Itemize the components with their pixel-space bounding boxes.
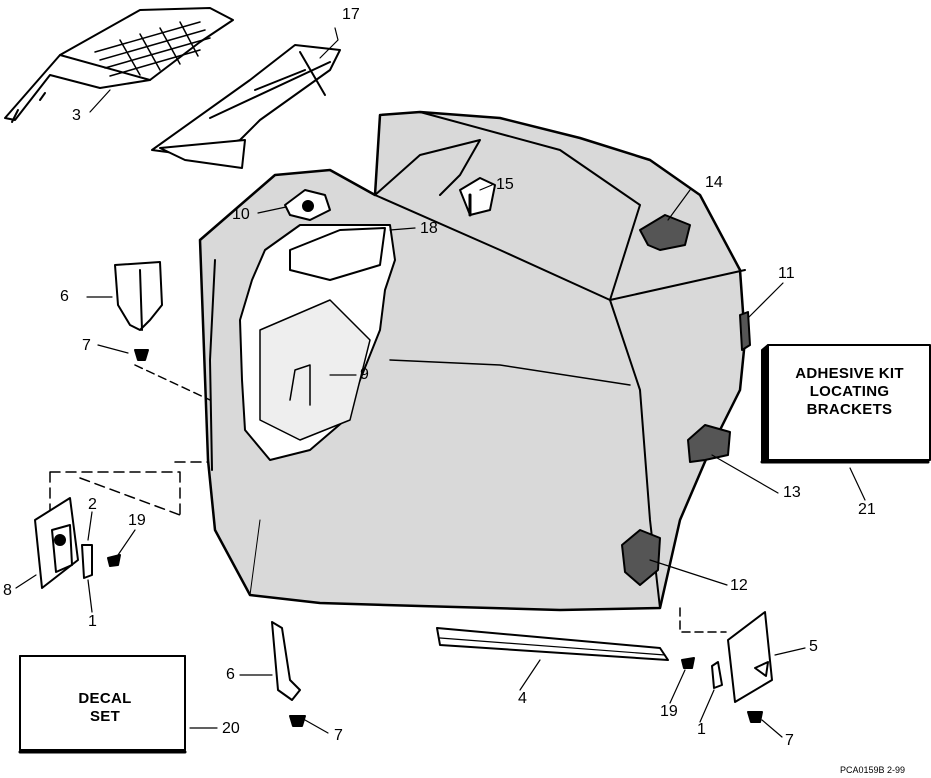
callout-10: 10 [232,206,250,223]
latch-spring [81,544,93,579]
callout-7-upper: 7 [82,337,91,354]
callout-21: 21 [858,501,876,518]
callout-18: 18 [420,220,438,237]
callout-14: 14 [705,174,723,191]
locating-bracket-middle [687,424,731,463]
decal-set-label: DECAL SET [40,690,170,726]
callout-1-right: 1 [697,721,706,738]
adhesive-kit-line-2: LOCATING [809,383,890,400]
callout-9: 9 [360,366,369,383]
engine-cowl [198,110,747,612]
callout-12: 12 [730,577,748,594]
drawing-code: PCA0159B 2-99 [840,765,906,775]
decal-set-line-1: DECAL [78,690,132,707]
latch-clip-lower [271,621,301,701]
screw-lower-right [747,711,763,723]
callout-19-right: 19 [660,703,678,720]
latch-spring-right [711,661,723,689]
callout-4: 4 [518,690,527,707]
grommet-fitting [284,189,331,221]
callout-3: 3 [72,107,81,124]
callout-11: 11 [778,265,795,282]
locating-bracket-side [739,311,751,351]
callout-1-left: 1 [88,613,97,630]
callout-8: 8 [3,582,12,599]
latch-plate [34,497,79,589]
callout-7-lower-right: 7 [785,732,794,749]
callout-15: 15 [496,176,514,193]
latch-clip-upper [114,261,163,331]
callout-6-lower: 6 [226,666,235,683]
vent-grille-cover [4,7,234,123]
callout-6-upper: 6 [60,288,69,305]
latch-screw-left [107,554,121,567]
callout-19-left: 19 [128,512,146,529]
latch-screw-right [681,657,695,669]
locating-bracket-top [639,214,691,251]
adhesive-kit-box [760,344,931,464]
seal-strip [436,627,669,661]
decal-set-box [18,655,187,754]
leader-lines [15,27,866,738]
latch-plate-right [727,611,773,703]
rear-cover-panel [151,44,341,169]
callout-2: 2 [88,496,97,513]
callout-13: 13 [783,484,801,501]
decal-set-line-2: SET [89,708,121,725]
locating-bracket-lower [621,529,661,586]
callout-5: 5 [809,638,818,655]
callout-20: 20 [222,720,240,737]
screw-upper [134,349,149,361]
adhesive-kit-label: ADHESIVE KIT LOCATING BRACKETS [772,365,927,419]
screw-lower-left [289,715,306,727]
callout-7-lower-left: 7 [334,727,343,744]
adhesive-kit-line-1: ADHESIVE KIT [795,365,904,382]
adhesive-kit-line-3: BRACKETS [806,401,893,418]
callout-17: 17 [342,6,360,23]
